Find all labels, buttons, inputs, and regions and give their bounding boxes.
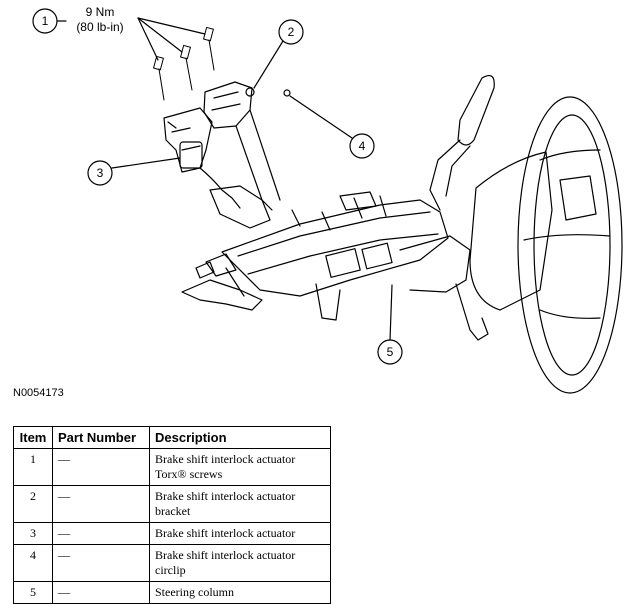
callout-2 (253, 19, 304, 89)
callout-5 (377, 284, 403, 365)
item-number: 4 (13, 544, 53, 582)
header-description: Description (149, 426, 331, 449)
callout-1 (32, 8, 206, 61)
part-number: — (52, 522, 150, 545)
item-number: 3 (13, 522, 53, 545)
part-number: — (52, 485, 150, 523)
callout-5-label: 5 (387, 345, 394, 359)
callout-4 (289, 95, 375, 159)
header-part-number: Part Number (52, 426, 150, 449)
interlock-actuator (163, 107, 241, 209)
description-line: Brake shift interlock actuator (155, 489, 296, 503)
description: Steering column (149, 581, 331, 604)
callout-4-label: 4 (359, 139, 366, 153)
table-row: 5 — Steering column (13, 581, 331, 604)
callout-3 (87, 157, 181, 186)
header-item: Item (13, 426, 53, 449)
description-line: Torx® screws (155, 467, 223, 481)
steering-column-diagram: 1 2 3 4 5 9 Nm (80 lb-in) (32, 5, 623, 394)
figure-id: N0054173 (13, 387, 64, 399)
torque-imperial: (80 lb-in) (76, 20, 123, 34)
part-number: — (52, 448, 150, 486)
table-row: 3 — Brake shift interlock actuator (13, 522, 331, 545)
part-number: — (52, 544, 150, 582)
item-number: 5 (13, 581, 53, 604)
description-line: circlip (155, 563, 186, 577)
item-number: 2 (13, 485, 53, 523)
item-number: 1 (13, 448, 53, 486)
lower-bracket (181, 185, 271, 311)
part-number: — (52, 581, 150, 604)
callout-3-label: 3 (97, 166, 104, 180)
parts-table: Item Part Number Description 1 — Brake s… (13, 426, 331, 604)
torx-screws (153, 26, 215, 101)
steering-column (195, 191, 489, 341)
callout-2-label: 2 (288, 25, 295, 39)
actuator-bracket (203, 81, 281, 211)
torque-value: 9 Nm (86, 5, 115, 19)
steering-wheel (469, 96, 623, 394)
shift-lever (429, 75, 495, 211)
circlip (283, 89, 291, 97)
table-header-row: Item Part Number Description (13, 426, 331, 449)
description-line: bracket (155, 504, 191, 518)
description-line: Brake shift interlock actuator (155, 452, 296, 466)
callout-1-label: 1 (42, 14, 49, 28)
description-line: Steering column (155, 585, 234, 599)
description: Brake shift interlock actuator (149, 522, 331, 545)
description-line: Brake shift interlock actuator (155, 548, 296, 562)
description-line: Brake shift interlock actuator (155, 526, 296, 540)
